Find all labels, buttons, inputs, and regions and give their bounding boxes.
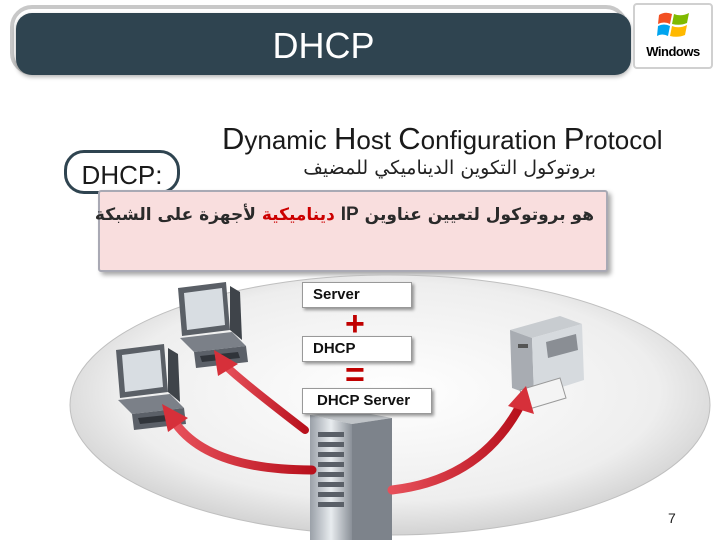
plus-sign: + (345, 305, 365, 343)
dhcp-box: DHCP (302, 336, 412, 362)
subtitle-word-host: Host (333, 121, 399, 156)
dhcp-label-badge: DHCP: (64, 150, 180, 194)
equals-sign: = (345, 356, 365, 394)
subtitle-english: Dynamic Host Configuration Protocol (222, 121, 663, 157)
arrow-head-client2 (162, 404, 188, 432)
definition-ip: IP (340, 204, 359, 225)
definition-highlight: ديناميكية (261, 205, 335, 225)
dhcp-server-tower-icon (310, 410, 392, 540)
network-printer-icon (510, 316, 584, 411)
subtitle-word-protocol: Protocol (563, 121, 663, 156)
windows-flag-icon (657, 12, 689, 37)
arrow-server-to-client1 (222, 362, 309, 434)
subtitle-arabic: بروتوكول التكوين الديناميكي للمضيف (303, 157, 596, 179)
arrow-server-to-client2 (171, 419, 317, 475)
title-panel: DHCP (16, 13, 631, 75)
arrow-server-to-printer (387, 401, 525, 495)
page-number: 7 (668, 510, 676, 526)
dhcp-label-text: DHCP: (81, 160, 163, 190)
network-diagram: Server + DHCP = DHCP Server (0, 270, 720, 540)
logo-text: Windows (646, 44, 700, 59)
definition-box: هو بروتوكول لتعيين عناوين IP ديناميكية ل… (95, 190, 608, 272)
slide-title: DHCP (272, 25, 375, 66)
subtitle-word-configuration: Configuration (398, 121, 564, 156)
arrow-head-printer (508, 386, 534, 414)
definition-text: هو بروتوكول لتعيين عناوين IP ديناميكية ل… (95, 204, 594, 226)
definition-part1: هو بروتوكول لتعيين عناوين (364, 205, 594, 225)
definition-part2: لأجهزة على الشبكة (94, 205, 256, 225)
dhcp-server-box: DHCP Server (302, 388, 432, 414)
arrow-head-client1 (214, 350, 238, 376)
subtitle-word-dynamic: Dynamic (222, 121, 334, 156)
server-box: Server (302, 282, 412, 308)
windows-logo: Windows (633, 3, 713, 69)
